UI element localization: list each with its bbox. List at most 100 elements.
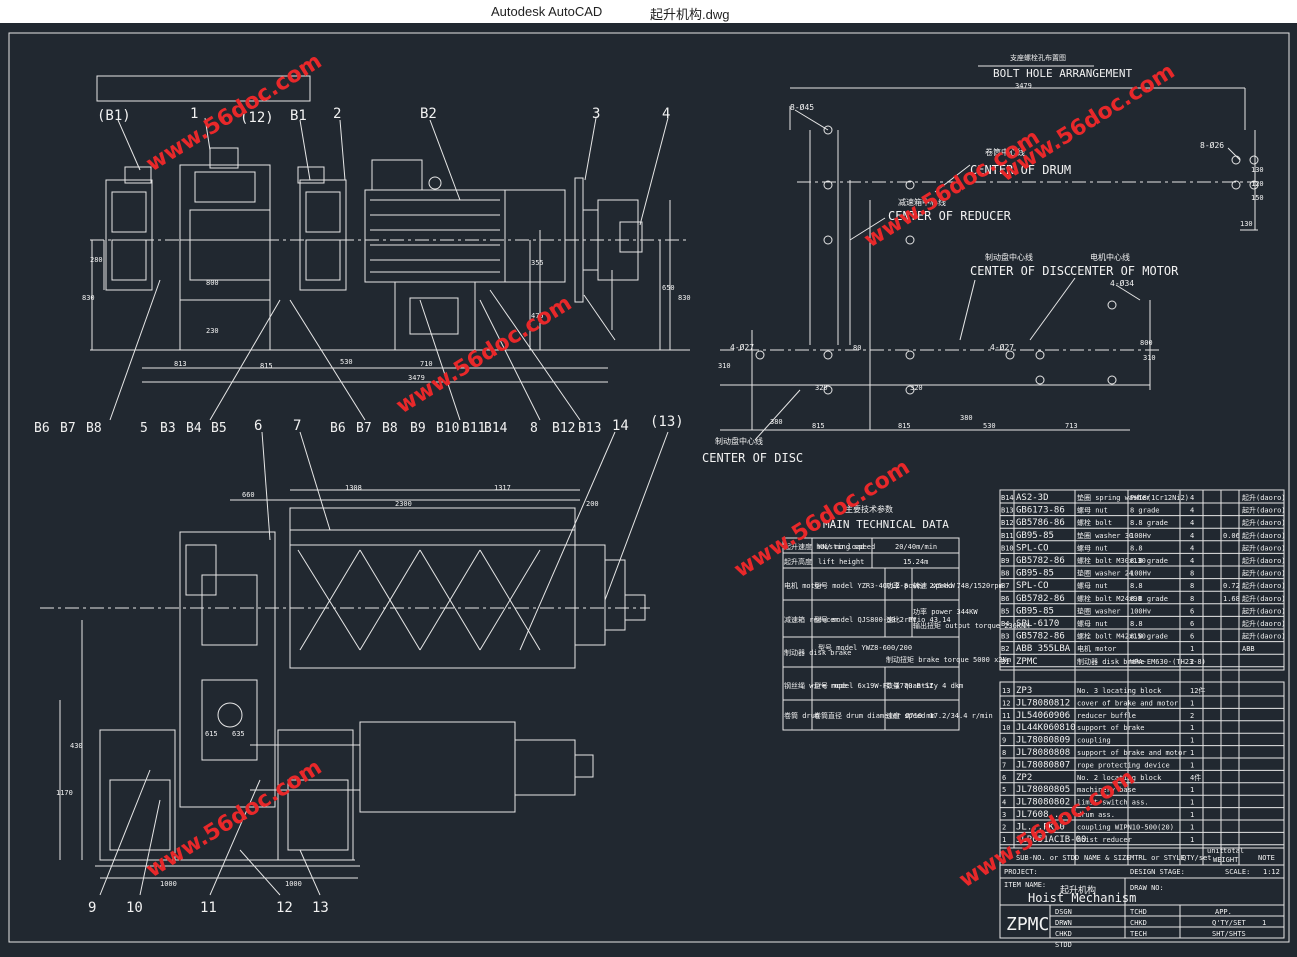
svg-text:CHKD: CHKD [1130,919,1147,927]
svg-text:650: 650 [662,284,675,292]
svg-text:1170: 1170 [56,789,73,797]
svg-text:Hoist Mechanism: Hoist Mechanism [1028,891,1136,905]
bom-cell: 13 [1002,687,1010,695]
svg-text:起升速度 hoisting speed: 起升速度 hoisting speed [784,542,875,551]
drawing-canvas[interactable]: (B1) 1 (12) B1 2 B2 3 4 B6 B7 B8 5 B3 B4… [0,23,1297,952]
svg-text:310: 310 [718,362,731,370]
svg-text:SUB-NO. or STDD: SUB-NO. or STDD [1016,854,1079,862]
svg-text:530: 530 [340,358,353,366]
bom-cell: 8.8 grade [1130,595,1168,603]
bom-cell: 8.8 [1130,544,1143,552]
svg-text:钢丝绳 wire rope: 钢丝绳 wire rope [784,681,847,690]
svg-text:CENTER OF DISC: CENTER OF DISC [970,264,1071,278]
svg-text:TCHD: TCHD [1130,908,1147,916]
bom-cell: No. 2 locating block [1077,774,1162,782]
svg-text:6: 6 [254,418,262,434]
bom-cell: B5 [1001,607,1009,615]
bom-cell: B10 [1001,544,1014,552]
svg-text:B13: B13 [578,421,601,436]
bom-cell: 8.8 [1130,582,1143,590]
bom-cell: 2 [1190,712,1194,720]
bom-cell: No. 3 locating block [1077,687,1162,695]
bom-cell: 4 [1190,507,1194,515]
svg-text:unit: unit [1207,847,1224,855]
svg-text:total: total [1223,847,1244,855]
svg-text:功率 power 344KW: 功率 power 344KW [913,607,978,616]
bom-cell: 3 [1002,811,1006,819]
bom-cell: 8 [1002,749,1006,757]
svg-text:DESIGN STAGE:: DESIGN STAGE: [1130,868,1185,876]
bom-cell: 4件 [1190,773,1201,782]
svg-text:卷筒 drum: 卷筒 drum [784,711,819,720]
bom-cell: 垫圈 washer 24 [1077,569,1133,578]
svg-text:2: 2 [333,106,341,122]
bom-cell: ZP2 [1016,773,1032,783]
bom-cell: 6 [1190,633,1194,641]
svg-text:SCALE:: SCALE: [1225,868,1250,876]
svg-text:15.24m: 15.24m [903,558,928,566]
svg-text:150: 150 [1251,194,1264,202]
bom-cell: 起升(daoro) [1242,531,1286,540]
plan-view-text: 6 7 14 (13) 9 10 11 12 13 660 1308 1317 … [56,414,684,916]
svg-text:13: 13 [312,900,329,916]
svg-text:815: 815 [812,422,825,430]
svg-text:速度 speed 17.2/34.4 r/min: 速度 speed 17.2/34.4 r/min [886,711,993,720]
bom-cell: 8 [1190,595,1194,603]
bolt-hole-text: 支座螺栓孔布置图 BOLT HOLE ARRANGEMENT 3479 8-Ø4… [702,53,1264,465]
bom-cell: GB5782-86 [1016,556,1065,566]
bom-cell: 起升(daoro) [1242,632,1286,641]
svg-text:4: 4 [662,106,670,122]
bom-cell: AS2-3D [1016,493,1049,503]
bom-cell: 1 [1190,724,1194,732]
svg-text:B1: B1 [290,108,307,124]
svg-text:卷筒直径 drum diameter Ø710 mm: 卷筒直径 drum diameter Ø710 mm [814,711,935,720]
svg-text:功率 power 2X54kW: 功率 power 2X54kW [886,581,956,590]
bom-cell: B8 [1001,570,1009,578]
bom-cell: 6 [1190,607,1194,615]
svg-text:8-Ø26: 8-Ø26 [1200,140,1224,150]
bom-cell: 螺母 nut [1077,619,1108,628]
bom-cell: B14 [1001,494,1014,502]
svg-text:www.56doc.com: www.56doc.com [392,291,576,419]
svg-text:B6: B6 [330,421,346,436]
bom-cell: 4 [1190,532,1194,540]
svg-text:QTY/set: QTY/set [1182,854,1212,862]
bom-cell: 垫圈 spring washer [1077,493,1150,502]
bom-cell: 垫圈 washer 30 [1077,531,1133,540]
bom-cell: JL44K060810 [1016,723,1076,733]
svg-text:320: 320 [910,384,923,392]
bom-cell: 10 [1002,724,1010,732]
svg-text:ITEM NAME:: ITEM NAME: [1004,881,1046,889]
svg-text:635: 635 [232,730,245,738]
bom-cell: 起升(daoro) [1242,594,1286,603]
bom-cell: 9 [1002,737,1006,745]
svg-text:2300: 2300 [395,500,412,508]
svg-text:STDD: STDD [1055,941,1072,949]
bom-cell: 8.8 grade [1130,519,1168,527]
svg-text:电机中心线: 电机中心线 [1090,252,1130,262]
bom-cell: 1 [1002,836,1006,844]
bom-cell: 1 [1190,799,1194,807]
bom-cell: 螺栓 bolt M42x150 [1077,632,1146,641]
svg-text:475: 475 [531,312,544,320]
bom-cell: SPL-CO [1016,543,1049,553]
svg-text:B14: B14 [484,421,508,436]
svg-text:CHKD: CHKD [1055,930,1072,938]
svg-text:4-Ø27: 4-Ø27 [730,342,754,352]
svg-text:型号 model YWZ8-600/200: 型号 model YWZ8-600/200 [818,643,912,652]
bom-cell: B4 [1001,620,1009,628]
svg-text:800: 800 [1140,339,1153,347]
bom-cell: SPL-CO [1016,581,1049,591]
bom-cell: 起升(daoro) [1242,518,1286,527]
svg-text:Q'TY/SET: Q'TY/SET [1212,919,1247,927]
bom-cell: 4 [1190,544,1194,552]
drawing-svg[interactable]: (B1) 1 (12) B1 2 B2 3 4 B6 B7 B8 5 B3 B4… [0,23,1297,952]
bom-cell: 0.72 [1223,582,1240,590]
svg-text:130: 130 [1240,220,1253,228]
bom-cell: JL78080805 [1016,785,1070,795]
bom-cell: 100Hv [1130,607,1151,615]
svg-text:MTRL or STYLE: MTRL or STYLE [1130,854,1185,862]
svg-text:ZPMC: ZPMC [1006,914,1049,935]
bom-cell: GB6173-86 [1016,506,1065,516]
svg-text:电机 motor: 电机 motor [784,581,823,590]
